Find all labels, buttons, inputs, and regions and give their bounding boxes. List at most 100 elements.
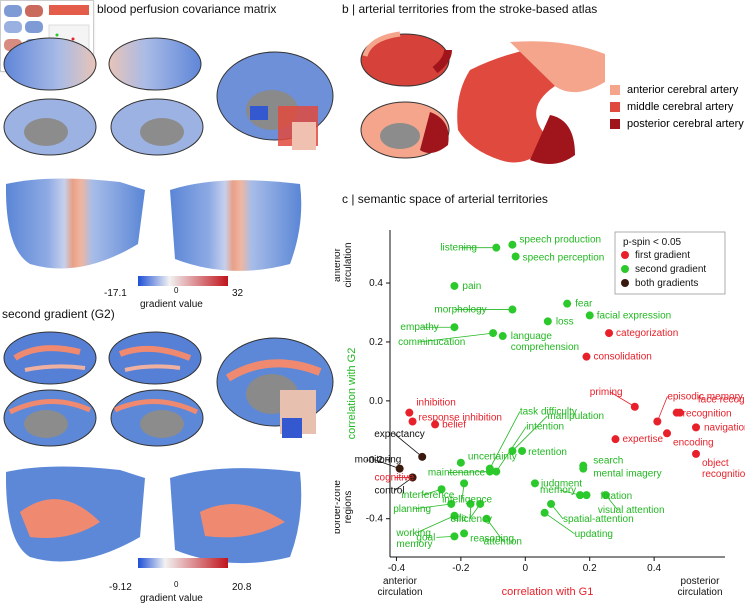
point-label: facial expression xyxy=(597,310,671,321)
point-label: cognitive xyxy=(375,472,415,483)
g2-colorbar-min: -9.12 xyxy=(109,582,132,593)
point-label: navigation xyxy=(704,422,745,433)
g2-flatmap xyxy=(5,466,302,564)
scatter-point xyxy=(489,329,498,338)
g1-colorbar-min: -17.1 xyxy=(104,288,127,299)
g2-colorbar-max: 20.8 xyxy=(232,582,252,593)
g1-3d-brain xyxy=(216,51,334,150)
scatter-point xyxy=(460,479,469,488)
g1-colorbar xyxy=(138,276,228,286)
legend-entry-label: first gradient xyxy=(635,250,690,261)
legend-entry-label: second gradient xyxy=(635,264,706,275)
g2-colorbar xyxy=(138,558,228,568)
point-label: attention xyxy=(484,537,522,548)
scatter-point xyxy=(653,417,662,426)
point-label: efficiency xyxy=(451,514,493,525)
g2-colorbar-mid: 0 xyxy=(174,580,179,589)
scatter-point xyxy=(692,449,701,458)
g2-colorbar-label: gradient value xyxy=(140,593,203,604)
x-tick-label: -0.2 xyxy=(452,563,470,574)
scatter-point xyxy=(511,252,520,261)
g1-colorbar-label: gradient value xyxy=(140,299,203,310)
y-tick-label: 0.0 xyxy=(369,396,383,407)
g1-brain-figure xyxy=(3,37,334,286)
leader-line xyxy=(512,415,548,452)
y-tick-label: -0.4 xyxy=(366,514,384,525)
scatter-point xyxy=(508,305,517,314)
point-label: face recognition xyxy=(698,395,745,406)
scatter-point xyxy=(630,402,639,411)
scatter-point xyxy=(672,408,681,417)
g2-lateral-right-brain xyxy=(108,331,202,385)
point-label: speech production xyxy=(519,235,601,246)
point-label: search xyxy=(593,456,623,467)
point-label: fear xyxy=(575,299,593,310)
scatter-point xyxy=(485,467,494,476)
point-label: memory xyxy=(540,485,576,496)
leader-line xyxy=(656,396,668,422)
legend-title: p-spin < 0.05 xyxy=(623,237,682,248)
point-label: updating xyxy=(575,529,613,540)
point-label: control xyxy=(375,485,405,496)
legend-label-posterior: posterior cerebral artery xyxy=(627,118,744,130)
legend-box xyxy=(614,231,726,295)
scatter-point xyxy=(611,435,620,444)
legend-item-middle: middle cerebral artery xyxy=(610,99,744,115)
g2-brain-figure xyxy=(3,331,334,568)
scatter-point xyxy=(530,479,539,488)
scatter-point xyxy=(405,408,414,417)
legend-label-anterior: anterior cerebral artery xyxy=(627,84,739,96)
g2-3d-brain xyxy=(216,337,334,438)
point-label: belief xyxy=(442,419,466,430)
scatter-point xyxy=(460,529,469,538)
point-label: retention xyxy=(528,447,567,458)
point-label: manipulation xyxy=(547,411,604,422)
legend-swatch-middle xyxy=(610,102,620,112)
scatter-point xyxy=(450,511,459,520)
panel-b-title: b | arterial territories from the stroke… xyxy=(342,2,598,16)
legend-swatch-anterior xyxy=(610,85,620,95)
territory-lateral-brain xyxy=(360,31,452,87)
point-label: judgment xyxy=(540,478,582,489)
point-label: speech perception xyxy=(523,253,605,264)
panel-c-title-text: semantic space of arterial territories xyxy=(357,192,548,206)
scatter-points xyxy=(395,240,701,541)
scatter-point xyxy=(579,464,588,473)
point-label: rule xyxy=(450,513,467,524)
scatter-point xyxy=(408,417,417,426)
scatter-point xyxy=(395,464,404,473)
point-label: intelligence xyxy=(442,494,492,505)
point-label: visual attention xyxy=(598,505,665,516)
point-label: objectrecognition xyxy=(702,458,745,480)
leader-line xyxy=(413,503,452,510)
scatter-point xyxy=(543,317,552,326)
panel-c-letter: c xyxy=(342,192,348,206)
arterial-territory-figure xyxy=(360,31,605,164)
scatter-point xyxy=(437,485,446,494)
territory-medial-brain xyxy=(360,101,450,159)
legend-entry-label: both gradients xyxy=(635,278,698,289)
legend-item-anterior: anterior cerebral artery xyxy=(610,82,744,98)
scatter-legend: p-spin < 0.05 first gradient second gradie… xyxy=(614,231,726,295)
g1-lateral-left-brain xyxy=(3,37,97,91)
legend-item-posterior: posterior cerebral artery xyxy=(610,116,744,132)
x-tick-label: 0 xyxy=(523,563,529,574)
scatter-point xyxy=(492,243,501,252)
scatter-point xyxy=(447,499,456,508)
x-tick-label: -0.4 xyxy=(388,563,406,574)
scatter-point xyxy=(563,299,572,308)
legend-marker xyxy=(621,251,629,259)
scatter-point xyxy=(547,499,556,508)
legend-swatch-posterior xyxy=(610,119,620,129)
g1-medial-right-brain xyxy=(110,98,204,156)
point-label: uncertainty xyxy=(468,452,517,463)
leader-line xyxy=(418,332,494,343)
scatter-point xyxy=(540,508,549,517)
point-label: pain xyxy=(462,281,481,292)
leader-line xyxy=(393,433,423,458)
scatter-point xyxy=(476,499,485,508)
